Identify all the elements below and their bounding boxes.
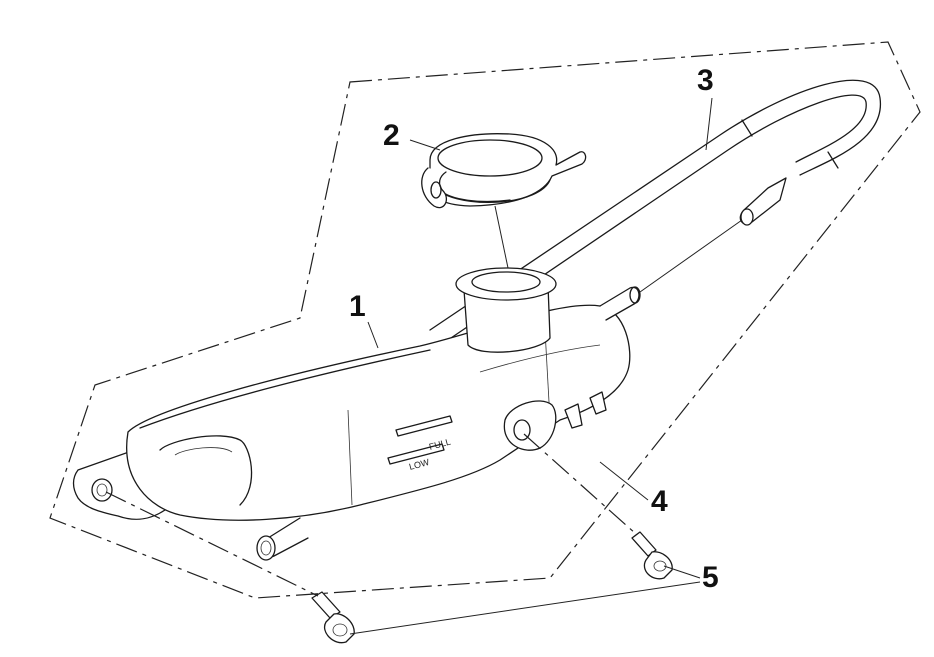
leader-4 — [599, 461, 649, 501]
leader-3 — [705, 97, 713, 151]
callout-5: 5 — [702, 561, 719, 594]
bolt-right — [631, 531, 673, 580]
leader-5b — [349, 581, 701, 635]
leader-1 — [367, 321, 379, 349]
leader-5a — [663, 565, 701, 579]
bolt-left — [311, 591, 355, 644]
bolt-alignment-left — [105, 491, 319, 597]
hose — [429, 79, 881, 341]
cap-alignment-line — [494, 205, 509, 269]
callout-3: 3 — [697, 64, 714, 97]
callout-1: 1 — [349, 290, 366, 323]
callout-4: 4 — [651, 485, 668, 518]
filler-cap — [421, 133, 587, 209]
callout-2: 2 — [383, 119, 400, 152]
reservoir-tank: FULL LOW — [72, 267, 641, 561]
hose-routing-line — [639, 219, 743, 293]
bolt-alignment-right — [523, 433, 637, 535]
leader-2 — [409, 139, 441, 151]
